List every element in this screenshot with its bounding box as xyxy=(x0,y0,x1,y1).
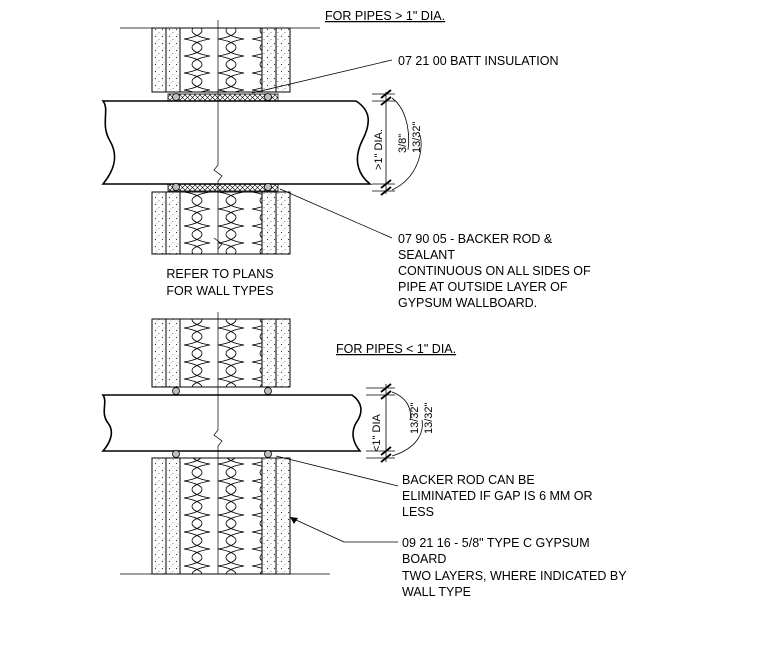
backer-rod-lower-bl xyxy=(172,450,180,458)
svg-text:REFER TO PLANS: REFER TO PLANS xyxy=(166,267,273,281)
backer-rod-lower-br xyxy=(264,450,272,458)
svg-text:07 90 05 - BACKER ROD &: 07 90 05 - BACKER ROD & xyxy=(398,232,553,246)
svg-text:PIPE AT OUTSIDE LAYER OF: PIPE AT OUTSIDE LAYER OF xyxy=(398,280,568,294)
svg-text:TWO LAYERS, WHERE INDICATED BY: TWO LAYERS, WHERE INDICATED BY xyxy=(402,569,627,583)
note-refer-plans: REFER TO PLANS FOR WALL TYPES xyxy=(166,267,273,298)
backer-rod-lower-tr xyxy=(264,387,272,395)
dim-large-pipe-dia: >1" DIA. xyxy=(373,129,385,170)
svg-text:SEALANT: SEALANT xyxy=(398,248,455,262)
wall-lower-bottom xyxy=(151,457,291,575)
dimension-large-pipe xyxy=(372,89,422,196)
pipe-large xyxy=(101,100,373,185)
heading-large-pipe: FOR PIPES > 1" DIA. xyxy=(325,9,445,23)
dim-small-pipe-dia: <1" DIA xyxy=(371,413,383,452)
note-gypsum-board: 09 21 16 - 5/8" TYPE C GYPSUM BOARD TWO … xyxy=(402,536,627,599)
dimension-small-pipe xyxy=(366,383,423,463)
sealant-band-top xyxy=(167,93,279,102)
wall-upper-top xyxy=(120,27,320,93)
dim-small-gap: 13/32" xyxy=(409,402,421,434)
center-line-lower xyxy=(213,312,223,574)
dim-large-sleeve: 13/32" xyxy=(411,121,423,153)
wall-section-lower: <1" DIA 13/32" 13/32" xyxy=(101,312,435,575)
leader-lines xyxy=(251,59,399,543)
dim-small-sleeve: 13/32" xyxy=(423,402,435,434)
svg-text:FOR WALL TYPES: FOR WALL TYPES xyxy=(166,284,273,298)
dim-large-gap: 3/8" xyxy=(397,134,409,153)
center-line-upper xyxy=(213,20,223,254)
note-backer-eliminated: BACKER ROD CAN BE ELIMINATED IF GAP IS 6… xyxy=(402,473,593,519)
pipe-small xyxy=(101,394,362,452)
svg-text:WALL TYPE: WALL TYPE xyxy=(402,585,471,599)
wall-section-upper: >1" DIA. 3/8" 13/32" xyxy=(101,20,423,255)
backer-rod-top-right xyxy=(264,93,272,101)
backer-rod-bottom-left xyxy=(172,183,180,191)
svg-text:GYPSUM WALLBOARD.: GYPSUM WALLBOARD. xyxy=(398,296,537,310)
backer-rod-lower-tl xyxy=(172,387,180,395)
svg-text:LESS: LESS xyxy=(402,505,434,519)
svg-text:CONTINUOUS ON ALL SIDES OF: CONTINUOUS ON ALL SIDES OF xyxy=(398,264,591,278)
heading-small-pipe: FOR PIPES < 1" DIA. xyxy=(336,342,456,356)
wall-lower-top xyxy=(151,318,291,388)
svg-text:BOARD: BOARD xyxy=(402,552,446,566)
backer-rod-top-left xyxy=(172,93,180,101)
note-backer-rod: 07 90 05 - BACKER ROD & SEALANT CONTINUO… xyxy=(398,232,591,310)
backer-rod-bottom-right xyxy=(264,183,272,191)
svg-text:BACKER ROD CAN BE: BACKER ROD CAN BE xyxy=(402,473,535,487)
note-batt-insulation: 07 21 00 BATT INSULATION xyxy=(398,54,558,68)
svg-text:09 21 16 - 5/8" TYPE C GYPSUM: 09 21 16 - 5/8" TYPE C GYPSUM xyxy=(402,536,590,550)
sealant-band-bottom xyxy=(167,183,279,192)
svg-text:ELIMINATED IF GAP IS 6 MM OR: ELIMINATED IF GAP IS 6 MM OR xyxy=(402,489,593,503)
